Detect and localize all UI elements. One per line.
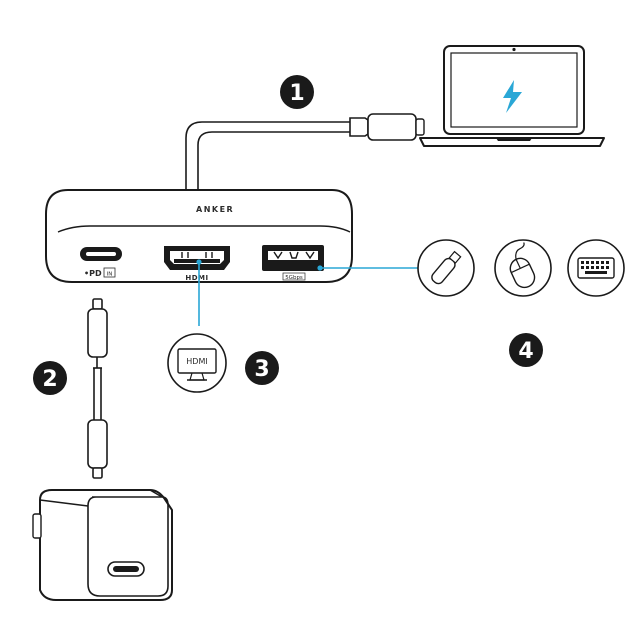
step-1-number: 1 [289, 81, 304, 106]
hdmi-connection-dot [196, 259, 202, 265]
step-4-badge: 4 [509, 333, 543, 367]
step-1-badge: 1 [280, 75, 314, 109]
usb-a-port [262, 245, 324, 271]
usb-c-pd-port [80, 247, 122, 261]
mouse-icon [494, 239, 552, 297]
usb-a-port-label: 5Gbps [285, 275, 303, 281]
hdmi-port [164, 246, 230, 270]
step-3-badge: 3 [245, 351, 279, 385]
step-3-number: 3 [254, 357, 269, 382]
power-adapter-icon [32, 489, 173, 601]
usb-a-connection-dot [317, 265, 323, 271]
connector-lines [198, 262, 420, 326]
usb-c-host-plug [349, 113, 425, 141]
usb-c-port-label: •PD [84, 269, 102, 278]
usb-drive-icon [417, 239, 475, 297]
step-4-number: 4 [518, 339, 533, 364]
step-2-number: 2 [42, 367, 57, 392]
keyboard-icon [567, 239, 625, 297]
step-2-badge: 2 [33, 361, 67, 395]
laptop-icon [419, 45, 605, 147]
lightning-bolt-icon [503, 80, 522, 113]
usb-c-port-sublabel: IN [107, 272, 113, 278]
hdmi-monitor-icon: HDMI [167, 333, 227, 393]
hdmi-port-label: HDMI [185, 274, 208, 282]
usb-c-power-cable [87, 298, 108, 479]
usb-c-hub: ANKER •PD IN HDMI 5Gbps [45, 189, 353, 283]
usb-c-host-cable [185, 121, 350, 192]
brand-logo: ANKER [196, 205, 234, 214]
monitor-label: HDMI [186, 357, 207, 366]
